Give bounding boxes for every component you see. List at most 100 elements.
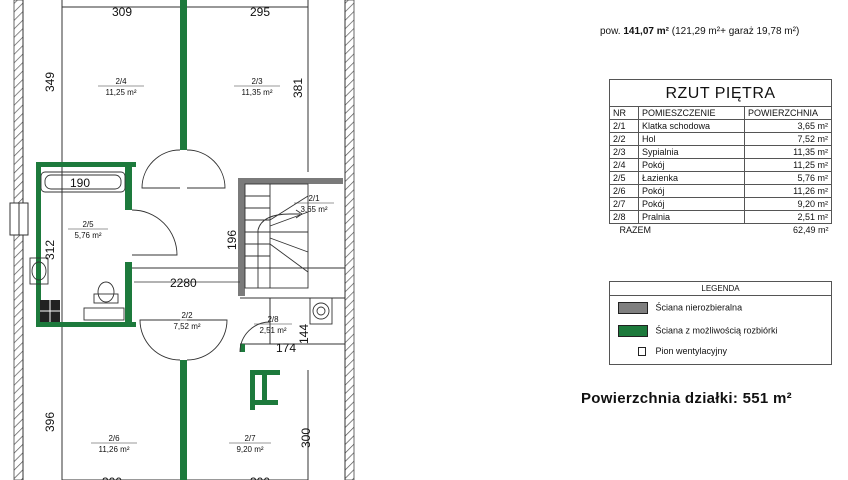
legend-fixed-label: Ściana nierozbieralna — [655, 302, 743, 313]
dim-left-upper: 349 — [43, 72, 57, 92]
total-label: RAZEM — [619, 224, 652, 235]
svg-text:2/1: 2/1 — [308, 194, 320, 203]
row-area: 5,76 m² — [744, 171, 832, 185]
kitchen-cabinet — [40, 300, 60, 322]
table-row: 2/3 Sypialnia 11,35 m² — [609, 145, 832, 159]
row-name: Klatka schodowa — [638, 119, 745, 133]
dim-laundry-height: 144 — [297, 324, 311, 344]
dim-top-left: 309 — [112, 5, 132, 19]
row-nr: 2/7 — [609, 197, 639, 211]
outer-wall-left — [13, 0, 24, 480]
floor-plan: 309 295 349 381 190 312 196 2280 174 144… — [9, 0, 355, 480]
row-name: Sypialnia — [638, 145, 745, 159]
outer-wall-right — [344, 0, 355, 480]
row-name: Pralnia — [638, 210, 745, 224]
room-label-2-3: 2/3 11,35 m² — [234, 77, 280, 97]
svg-text:9,20 m²: 9,20 m² — [236, 445, 263, 454]
row-nr: 2/2 — [609, 132, 639, 146]
header-area: POWIERZCHNIA — [744, 106, 832, 120]
svg-text:5,76 m²: 5,76 m² — [74, 231, 101, 240]
total-area-line: pow. 141,07 m² (121,29 m²+ garaż 19,78 m… — [600, 26, 799, 37]
svg-text:3,65 m²: 3,65 m² — [300, 205, 327, 214]
window-left — [9, 202, 29, 236]
dim-hall-width: 2280 — [170, 276, 197, 290]
row-area: 11,25 m² — [744, 158, 832, 172]
dim-right-upper: 381 — [291, 78, 305, 98]
legend-fixed-wall: Ściana nierozbieralna — [618, 302, 742, 314]
svg-text:2/2: 2/2 — [181, 311, 193, 320]
room-table: NR POMIESZCZENIE POWIERZCHNIA 2/1 Klatka… — [609, 106, 832, 236]
svg-text:2/8: 2/8 — [267, 315, 279, 324]
legend-vent-label: Pion wentylacyjny — [655, 346, 728, 356]
row-name: Hol — [638, 132, 745, 146]
room-label-2-6: 2/6 11,26 m² — [91, 434, 137, 454]
row-nr: 2/8 — [609, 210, 639, 224]
room-label-2-4: 2/4 11,25 m² — [98, 77, 144, 97]
svg-text:11,25 m²: 11,25 m² — [106, 88, 137, 97]
legend-title: LEGENDA — [610, 282, 831, 296]
room-label-2-7: 2/7 9,20 m² — [229, 434, 271, 454]
svg-text:2/3: 2/3 — [251, 77, 263, 86]
removable-walls — [36, 0, 280, 480]
header-nr: NR — [609, 106, 639, 120]
staircase — [244, 183, 309, 289]
plot-area: Powierzchnia działki: 551 m² — [581, 390, 792, 407]
svg-text:2/4: 2/4 — [115, 77, 127, 86]
svg-text:7,52 m²: 7,52 m² — [173, 322, 200, 331]
row-nr: 2/3 — [609, 145, 639, 159]
table-row: 2/2 Hol 7,52 m² — [609, 132, 832, 146]
legend-vent: Pion wentylacyjny — [618, 346, 728, 357]
dim-bottom-right: 300 — [250, 475, 270, 480]
table-row: 2/5 Łazienka 5,76 m² — [609, 171, 832, 185]
row-name: Łazienka — [638, 171, 745, 185]
total-area-prefix: pow. — [600, 26, 621, 37]
floor-number-graphic — [623, 0, 683, 14]
row-nr: 2/1 — [609, 119, 639, 133]
row-nr: 2/5 — [609, 171, 639, 185]
total-value: 62,49 m² — [792, 224, 829, 235]
dim-bottom-left: 300 — [102, 475, 122, 480]
doors — [131, 149, 271, 361]
row-name: Pokój — [638, 184, 745, 198]
table-row: 2/6 Pokój 11,26 m² — [609, 184, 832, 198]
bathroom-fixtures — [29, 171, 126, 321]
washing-machine — [309, 297, 333, 325]
dim-bath-width: 190 — [70, 176, 90, 190]
row-area: 7,52 m² — [744, 132, 832, 146]
row-area: 11,26 m² — [744, 184, 832, 198]
table-row: 2/4 Pokój 11,25 m² — [609, 158, 832, 172]
svg-text:2/6: 2/6 — [108, 434, 120, 443]
svg-text:2,51 m²: 2,51 m² — [259, 326, 286, 335]
legend-removable-wall: Ściana z możliwością rozbiórki — [618, 325, 778, 337]
dim-left-lower: 396 — [43, 412, 57, 432]
removable-wall-swatch — [618, 325, 648, 337]
room-label-2-1: 2/1 3,65 m² — [294, 194, 334, 214]
svg-text:2/5: 2/5 — [82, 220, 94, 229]
dim-right-lower: 300 — [299, 428, 313, 448]
table-row: 2/1 Klatka schodowa 3,65 m² — [609, 119, 832, 133]
row-name: Pokój — [638, 197, 745, 211]
vent-icon — [638, 347, 646, 357]
row-area: 2,51 m² — [744, 210, 832, 224]
row-nr: 2/6 — [609, 184, 639, 198]
room-label-2-2: 2/2 7,52 m² — [167, 311, 207, 331]
total-area-value: 141,07 m² — [623, 26, 669, 37]
info-panel: pow. 141,07 m² (121,29 m²+ garaż 19,78 m… — [505, 0, 848, 480]
legend-removable-label: Ściana z możliwością rozbiórki — [655, 325, 778, 336]
table-row: 2/8 Pralnia 2,51 m² — [609, 210, 832, 224]
row-name: Pokój — [638, 158, 745, 172]
table-row: 2/7 Pokój 9,20 m² — [609, 197, 832, 211]
dim-bath-height: 312 — [43, 240, 57, 260]
svg-text:11,35 m²: 11,35 m² — [242, 88, 273, 97]
total-area-breakdown: (121,29 m²+ garaż 19,78 m²) — [671, 26, 800, 37]
fixed-walls — [238, 178, 343, 296]
legend: LEGENDA Ściana nierozbieralna Ściana z m… — [609, 281, 832, 365]
row-area: 9,20 m² — [744, 197, 832, 211]
room-table-total: RAZEM 62,49 m² — [610, 224, 832, 237]
room-label-2-8: 2/8 2,51 m² — [254, 315, 292, 335]
dim-stair-height: 196 — [225, 230, 239, 250]
row-area: 11,35 m² — [744, 145, 832, 159]
dim-top-right: 295 — [250, 5, 270, 19]
dim-laundry-width: 174 — [276, 341, 296, 355]
row-nr: 2/4 — [609, 158, 639, 172]
